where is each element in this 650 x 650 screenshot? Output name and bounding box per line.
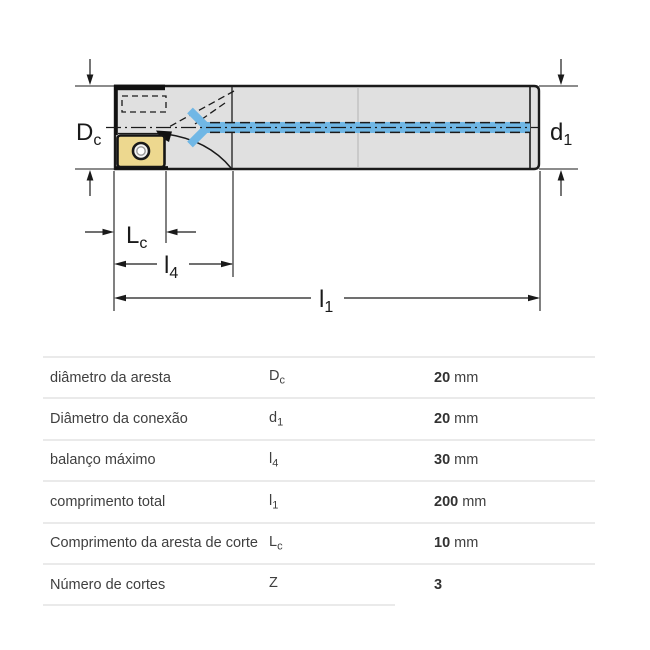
spec-symbol: Lc [269,534,283,553]
label-l1: l1 [319,286,333,316]
spec-symbol: Dc [269,368,285,387]
spec-label: Diâmetro da conexão [50,411,188,428]
cutting-insert [116,134,166,169]
spec-label: balanço máximo [50,452,156,469]
spec-symbol: l1 [269,492,279,512]
label-lc: Lc [126,222,147,252]
spec-label: comprimento total [50,493,166,510]
dimension-lines [75,59,578,311]
spec-label: diâmetro da aresta [50,369,171,386]
label-l4: l4 [164,252,178,282]
hidden-lines [121,90,235,129]
tool-drawing: Dc d1 Lc l4 l1 [75,59,578,316]
label-d1: d1 [550,119,572,149]
spec-value: 3 [434,576,443,593]
spec-label: Número de cortes [50,576,166,593]
spec-label: Comprimento da aresta de corte [50,535,258,552]
spec-symbol: Z [269,575,278,592]
dimension-labels: Dc d1 Lc l4 l1 [76,119,572,316]
table-bottom-divider [43,604,395,607]
spec-symbol: l4 [269,451,279,470]
spec-symbol: d1 [269,409,284,429]
label-dc: Dc [76,119,101,149]
spec-row-z: Número de cortes Z 3 [43,562,595,604]
milling-cutter-diagram: Dc d1 Lc l4 l1 [75,59,578,316]
